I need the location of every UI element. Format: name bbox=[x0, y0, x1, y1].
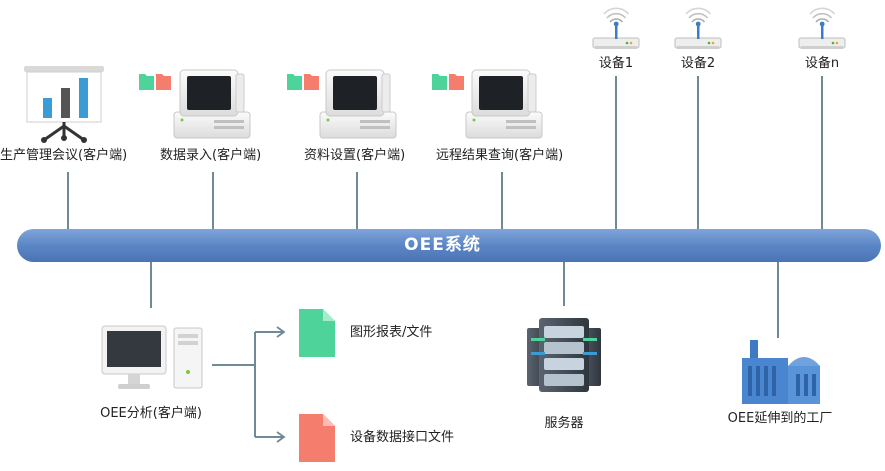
label-data-settings: 资料设置(客户端) bbox=[304, 148, 406, 163]
wireless-router-icon bbox=[674, 7, 722, 50]
computer-terminal-icon bbox=[139, 69, 251, 139]
label-factory: OEE延伸到的工厂 bbox=[727, 411, 833, 426]
label-remote-query: 远程结果查询(客户端) bbox=[436, 148, 564, 163]
green-document-icon bbox=[299, 309, 335, 357]
oee-system-title: OEE系统 bbox=[404, 235, 481, 255]
wireless-router-icon bbox=[592, 7, 640, 50]
computer-terminal-icon bbox=[432, 69, 543, 139]
wireless-router-icon bbox=[798, 7, 846, 50]
desktop-pc-icon bbox=[101, 325, 203, 389]
label-device-interface-file: 设备数据接口文件 bbox=[350, 430, 455, 445]
label-oee-analysis: OEE分析(客户端) bbox=[100, 406, 202, 421]
connector-lines-top bbox=[67, 76, 823, 229]
label-device-1: 设备1 bbox=[598, 56, 634, 71]
server-rack-icon bbox=[527, 318, 601, 392]
label-server: 服务器 bbox=[544, 416, 584, 431]
factory-icon bbox=[742, 340, 820, 404]
label-graphic-report: 图形报表/文件 bbox=[350, 325, 433, 340]
label-data-entry: 数据录入(客户端) bbox=[160, 148, 262, 163]
red-document-icon bbox=[299, 414, 335, 462]
oee-system-bus bbox=[17, 229, 881, 262]
computer-terminal-icon bbox=[287, 69, 397, 139]
connector-lines-bottom bbox=[150, 261, 779, 443]
label-device-n: 设备n bbox=[804, 56, 840, 71]
label-production-meeting: 生产管理会议(客户端) bbox=[0, 148, 128, 163]
label-device-2: 设备2 bbox=[680, 56, 716, 71]
presentation-board-icon bbox=[24, 66, 104, 143]
